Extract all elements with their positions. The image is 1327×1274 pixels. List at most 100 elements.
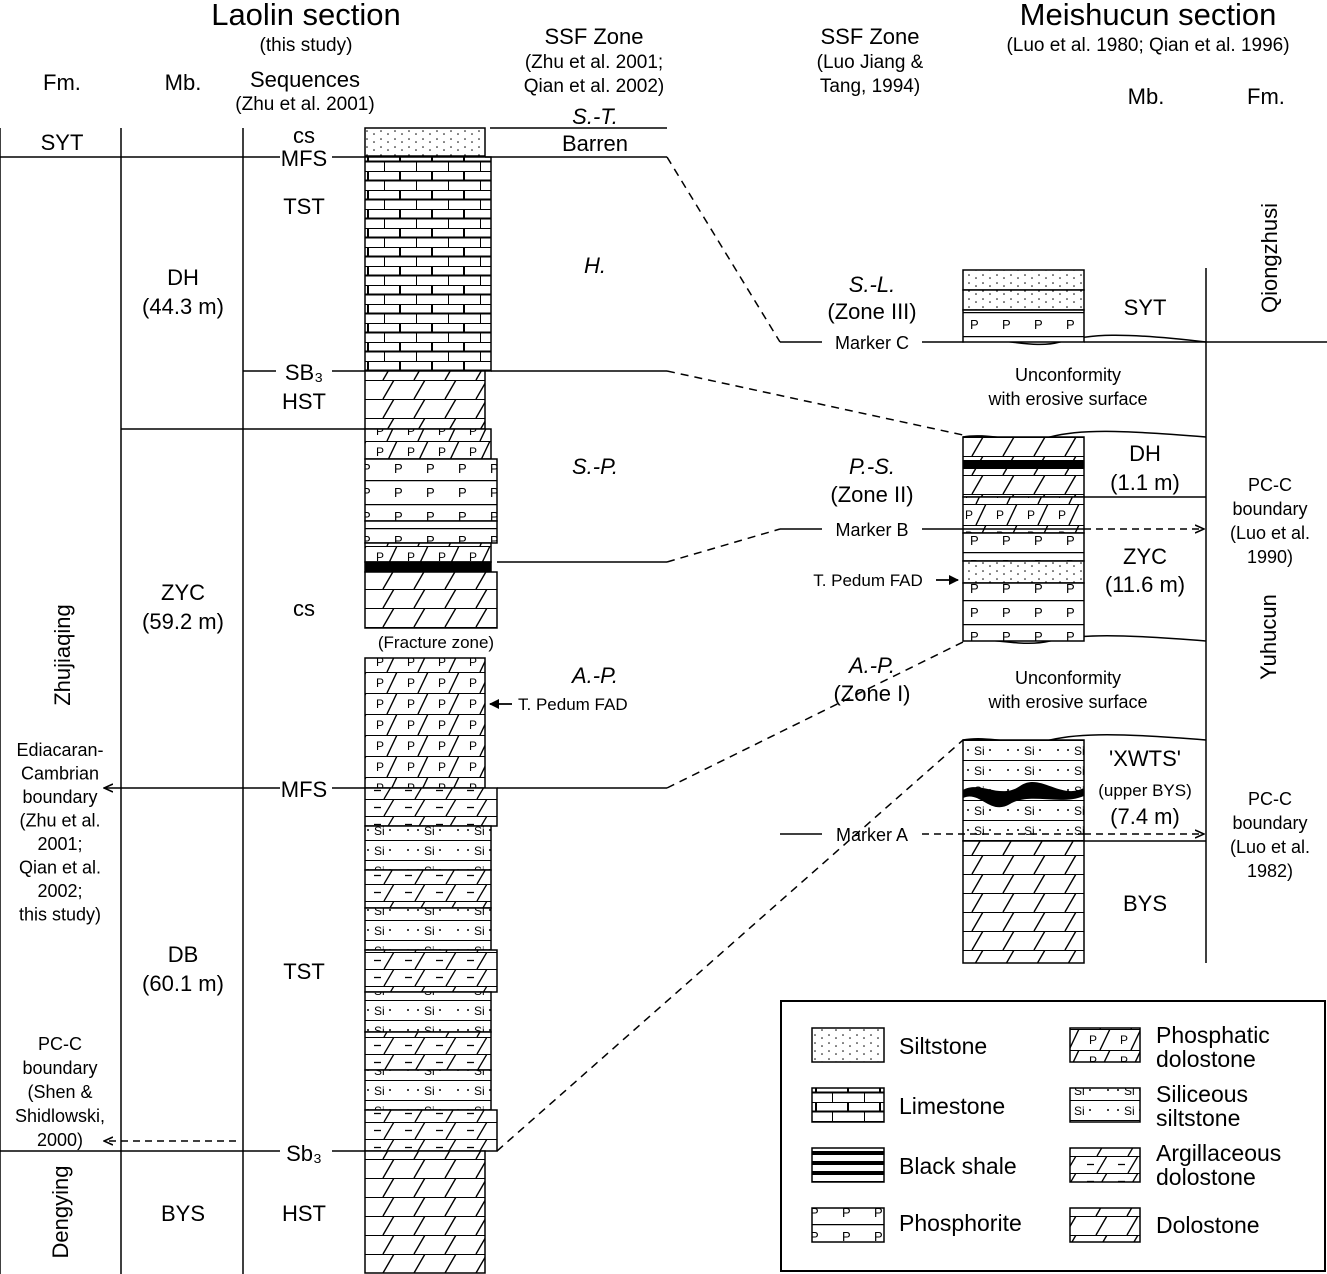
pcc-shen-note-line-5: 2000) bbox=[37, 1130, 83, 1150]
laolin-frame bbox=[0, 128, 365, 1274]
pcc-1982-note-line-1: PC-C bbox=[1248, 789, 1292, 809]
pcc-shen-note-line-2: boundary bbox=[22, 1058, 97, 1078]
ssf-left-title: SSF Zone bbox=[544, 24, 643, 49]
laolin-argillaceous-dolostone-unit bbox=[364, 869, 492, 909]
laolin-mb-zyc: ZYC bbox=[161, 580, 205, 605]
ssf-left-barren: Barren bbox=[562, 131, 628, 156]
seq-cs-top: cs bbox=[293, 123, 315, 148]
marker-b-label: Marker B bbox=[835, 520, 908, 540]
meishucun-mb-xwts-note: (upper BYS) bbox=[1098, 781, 1192, 800]
meishucun-black-shale-lens bbox=[963, 460, 1084, 469]
laolin-siltstone-unit bbox=[364, 127, 486, 157]
unconformity-low-line2: with erosive surface bbox=[987, 692, 1147, 712]
laolin-tpedum-label: T. Pedum FAD bbox=[518, 695, 628, 714]
legend-limestone-swatch bbox=[811, 1087, 885, 1123]
laolin-mb-db: DB bbox=[168, 942, 199, 967]
seq-tst-top: TST bbox=[283, 194, 325, 219]
dashed-correlation-lines bbox=[496, 156, 964, 1152]
legend-black-shale-label: Black shale bbox=[899, 1153, 1017, 1179]
pcc-1990-note-line-1: PC-C bbox=[1248, 475, 1292, 495]
fracture-zone-label: (Fracture zone) bbox=[378, 633, 494, 652]
ssf-right-ps: P.-S. bbox=[849, 454, 895, 479]
meishucun-mb-zyc: ZYC bbox=[1123, 544, 1167, 569]
pcc-boundary-1982-note: PC-C boundary (Luo et al. 1982) bbox=[1230, 789, 1310, 881]
ec-boundary-note-line-7: 2002; bbox=[37, 881, 82, 901]
legend-siltstone-label: Siltstone bbox=[899, 1033, 987, 1059]
legend-siliceous-siltstone-label-2: siltstone bbox=[1156, 1105, 1240, 1131]
laolin-dolostone-unit bbox=[364, 571, 498, 629]
ec-boundary-note-line-8: this study) bbox=[19, 905, 101, 925]
pcc-1990-note-line-3: (Luo et al. bbox=[1230, 523, 1310, 543]
meishucun-mb-xwts: 'XWTS' bbox=[1109, 746, 1181, 771]
ssf-right-ref2: Tang, 1994) bbox=[820, 76, 920, 97]
meishucun-lithology-column bbox=[962, 269, 1085, 964]
seq-sb3-low: Sb₃ bbox=[286, 1141, 322, 1166]
laolin-title: Laolin section bbox=[211, 0, 401, 32]
laolin-correlation-lines bbox=[485, 156, 667, 789]
ssf-left-ref1: (Zhu et al. 2001; bbox=[525, 52, 663, 73]
pcc-1982-note-line-2: boundary bbox=[1232, 813, 1307, 833]
laolin-phosphatic-dolostone-unit bbox=[364, 657, 486, 789]
header-fm-left: Fm. bbox=[43, 70, 81, 95]
laolin-lithology-column bbox=[364, 127, 498, 1274]
meishucun-mb-syt: SYT bbox=[1124, 295, 1167, 320]
laolin-black-shale-unit bbox=[364, 561, 492, 573]
laolin-limestone-unit bbox=[364, 156, 492, 372]
pcc-shen-note-line-1: PC-C bbox=[38, 1034, 82, 1054]
meishucun-fm-qiongzhusi: Qiongzhusi bbox=[1257, 203, 1282, 313]
header-sequences-ref: (Zhu et al. 2001) bbox=[235, 94, 374, 115]
legend-limestone-label: Limestone bbox=[899, 1093, 1005, 1119]
legend-argillaceous-dolostone-label-1: Argillaceous bbox=[1156, 1140, 1281, 1166]
laolin-mb-dh: DH bbox=[167, 265, 199, 290]
laolin-mb-bys: BYS bbox=[161, 1201, 205, 1226]
legend-black-shale-swatch bbox=[811, 1147, 885, 1183]
laolin-dolostone-hst-unit bbox=[364, 370, 486, 430]
header-mb-right: Mb. bbox=[1128, 84, 1165, 109]
pcc-1982-note-line-3: (Luo et al. bbox=[1230, 837, 1310, 857]
meishucun-black-shale-lens bbox=[963, 781, 1084, 808]
meishucun-mb-bys: BYS bbox=[1123, 891, 1167, 916]
ssf-right-zone2: (Zone II) bbox=[830, 482, 913, 507]
legend-argillaceous-dolostone-swatch bbox=[1069, 1147, 1141, 1183]
ssf-left-ref2: Qian et al. 2002) bbox=[524, 76, 664, 97]
marker-c-label: Marker C bbox=[835, 333, 909, 353]
ssf-left-sp: S.-P. bbox=[572, 454, 618, 479]
meishucun-tpedum-label: T. Pedum FAD bbox=[813, 571, 923, 590]
laolin-dolostone-bys-unit bbox=[364, 1150, 486, 1274]
header-mb-left: Mb. bbox=[165, 70, 202, 95]
legend-argillaceous-dolostone-label-2: dolostone bbox=[1156, 1164, 1256, 1190]
ec-boundary-note-line-4: (Zhu et al. bbox=[19, 811, 100, 831]
laolin-phosphatic-dolostone-unit bbox=[364, 542, 492, 563]
ssf-right-title: SSF Zone bbox=[820, 24, 919, 49]
meishucun-fm-yuhucun: Yuhucun bbox=[1256, 594, 1281, 680]
meishucun-mb-xwts-thickness: (7.4 m) bbox=[1110, 804, 1180, 829]
ssf-left-st: S.-T. bbox=[572, 104, 618, 129]
pcc-shen-note-line-3: (Shen & bbox=[27, 1082, 92, 1102]
pcc-1990-note-line-4: 1990) bbox=[1247, 547, 1293, 567]
meishucun-phosphorite-unit bbox=[962, 532, 1085, 562]
header-sequences: Sequences bbox=[250, 67, 360, 92]
ssf-right-zone3: (Zone III) bbox=[827, 299, 916, 324]
laolin-fm-dengying: Dengying bbox=[48, 1166, 73, 1259]
meishucun-siltstone-unit bbox=[962, 269, 1085, 291]
ssf-right-sl: S.-L. bbox=[849, 272, 895, 297]
pcc-shen-note-line-4: Shidlowski, bbox=[15, 1106, 105, 1126]
seq-hst-mid: HST bbox=[282, 389, 326, 414]
laolin-argillaceous-dolostone-unit bbox=[364, 787, 498, 827]
meishucun-mb-dh-thickness: (1.1 m) bbox=[1110, 470, 1180, 495]
seq-tst-low: TST bbox=[283, 959, 325, 984]
laolin-phosphorite-unit bbox=[364, 520, 498, 544]
laolin-argillaceous-dolostone-unit bbox=[364, 1031, 492, 1071]
meishucun-phosphatic-dolostone-unit bbox=[962, 496, 1085, 534]
laolin-mb-db-thickness: (60.1 m) bbox=[142, 971, 224, 996]
marker-a-label: Marker A bbox=[836, 825, 908, 845]
legend-phosphatic-dolostone-label-1: Phosphatic bbox=[1156, 1022, 1270, 1048]
unconformity-top-line2: with erosive surface bbox=[987, 389, 1147, 409]
laolin-argillaceous-dolostone-unit bbox=[364, 949, 498, 993]
meishucun-bys-dolostone-unit bbox=[962, 840, 1085, 964]
ssf-right-ref1: (Luo Jiang & bbox=[817, 52, 924, 73]
pcc-1982-note-line-4: 1982) bbox=[1247, 861, 1293, 881]
